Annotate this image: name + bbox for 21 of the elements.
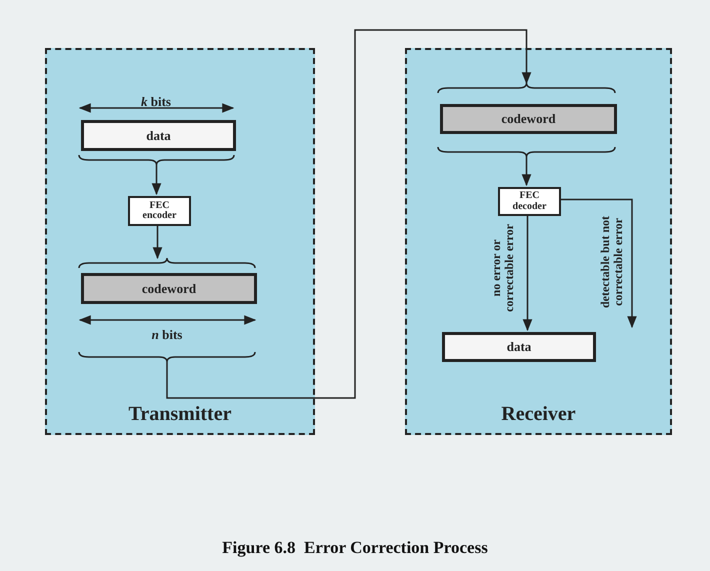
field-box: codeword: [440, 104, 617, 134]
field-box: data: [442, 332, 596, 362]
field-box: codeword: [81, 273, 257, 304]
dimension-label: k bits: [141, 93, 171, 111]
panel-title: Receiver: [500, 402, 577, 427]
panel: [45, 48, 315, 435]
field-box: data: [81, 120, 236, 151]
panel-title: Transmitter: [128, 402, 232, 427]
process-box: FEC decoder: [498, 187, 561, 216]
edge-label: detectable but not correctable error: [598, 215, 626, 310]
arrow: [166, 29, 532, 399]
arrow: [522, 157, 532, 186]
arrow: [152, 224, 162, 260]
arrow: [152, 165, 162, 196]
arrow: [522, 214, 532, 332]
edge-label: no error or correctable error: [490, 223, 516, 314]
arrow: [559, 198, 637, 328]
process-box: FEC encoder: [128, 196, 191, 226]
dimension-label: n bits: [152, 326, 182, 344]
panel: [405, 48, 672, 435]
caption: Figure 6.8 Error Correction Process: [221, 537, 489, 559]
